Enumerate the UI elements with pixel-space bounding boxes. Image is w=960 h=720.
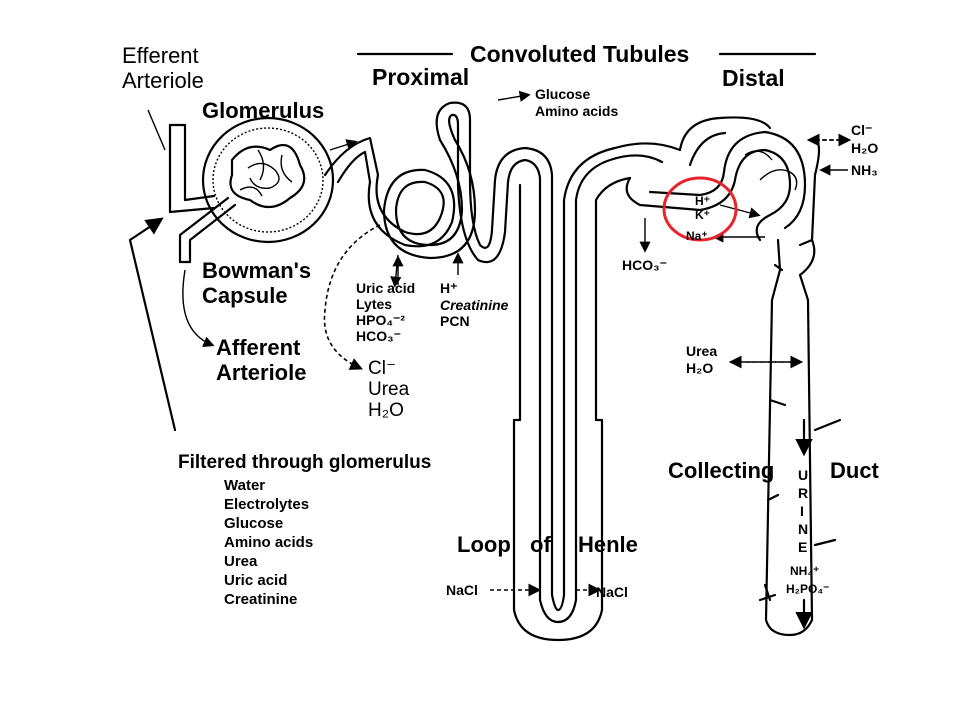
nh3-label: NH₃ [851, 162, 878, 178]
h-plus-label: H⁺ [440, 280, 458, 296]
bowmans-label-2: Capsule [202, 283, 288, 308]
highlight-circle [662, 176, 738, 242]
distal-na-label: Na⁺ [686, 229, 708, 243]
distal-heading: Distal [722, 65, 785, 91]
uric-acid-label: Uric acid [356, 280, 415, 296]
transport-arrows [128, 90, 852, 630]
proximal-tubule [323, 101, 554, 264]
urine-letter: N [798, 521, 808, 537]
efferent-label-1: Efferent [122, 43, 199, 68]
of-label: of [530, 532, 551, 557]
glomerulus-capsule [178, 116, 335, 264]
duct-urea-label: Urea [686, 343, 717, 359]
afferent-label-2: Arteriole [216, 360, 306, 385]
distal-cl-label: Cl⁻ [851, 122, 872, 138]
urine-letters: U R I N E [798, 467, 808, 555]
distal-h-label: H⁺ [695, 194, 710, 208]
hco3-label: HCO₃⁻ [356, 328, 401, 344]
duct-label: Duct [830, 458, 880, 483]
loop-label: Loop [457, 532, 511, 557]
urine-letter: U [798, 467, 808, 483]
distal-tubule [625, 116, 807, 242]
filtered-item: Uric acid [224, 572, 287, 589]
amino-acids-label: Amino acids [535, 103, 618, 119]
urea-label: Urea [368, 379, 410, 400]
nacl-out-label: NaCl [596, 584, 628, 600]
creatinine-label: Creatinine [440, 297, 509, 313]
afferent-label-1: Afferent [216, 335, 301, 360]
duct-h2o-label: H₂O [686, 360, 713, 376]
filtered-item: Glucose [224, 515, 283, 532]
filtered-item: Electrolytes [224, 496, 309, 513]
distal-k-label: K⁺ [695, 208, 710, 222]
nh4-label: NH₄⁺ [790, 564, 819, 578]
urine-letter: R [798, 485, 808, 501]
glucose-label: Glucose [535, 86, 590, 102]
filtered-item: Creatinine [224, 591, 297, 608]
distal-h2o-label: H₂O [851, 140, 878, 156]
cl-label: Cl⁻ [368, 358, 396, 379]
urine-letter: I [800, 503, 804, 519]
h2o-label: H₂O [368, 400, 404, 421]
distal-hco3-label: HCO₃⁻ [622, 257, 667, 273]
pcn-label: PCN [440, 313, 470, 329]
lytes-label: Lytes [356, 296, 392, 312]
filtered-item: Water [224, 477, 265, 494]
loop-of-henle [512, 142, 682, 642]
h2po4-label: H₂PO₄⁻ [786, 582, 829, 596]
urine-letter: E [798, 539, 807, 555]
bowmans-label-1: Bowman's [202, 258, 311, 283]
collecting-label: Collecting [668, 458, 774, 483]
filtered-item: Urea [224, 553, 258, 570]
efferent-label-2: Arteriole [122, 68, 204, 93]
convoluted-tubules-heading: Convoluted Tubules [470, 41, 689, 67]
filtered-list: Water Electrolytes Glucose Amino acids U… [224, 477, 313, 608]
nacl-in-label: NaCl [446, 582, 478, 598]
glomerulus-label: Glomerulus [202, 98, 324, 123]
filtered-item: Amino acids [224, 534, 313, 551]
hpo4-label: HPO₄⁻² [356, 312, 405, 328]
henle-label: Henle [578, 532, 638, 557]
proximal-heading: Proximal [372, 64, 469, 90]
filtered-title: Filtered through glomerulus [178, 452, 431, 473]
